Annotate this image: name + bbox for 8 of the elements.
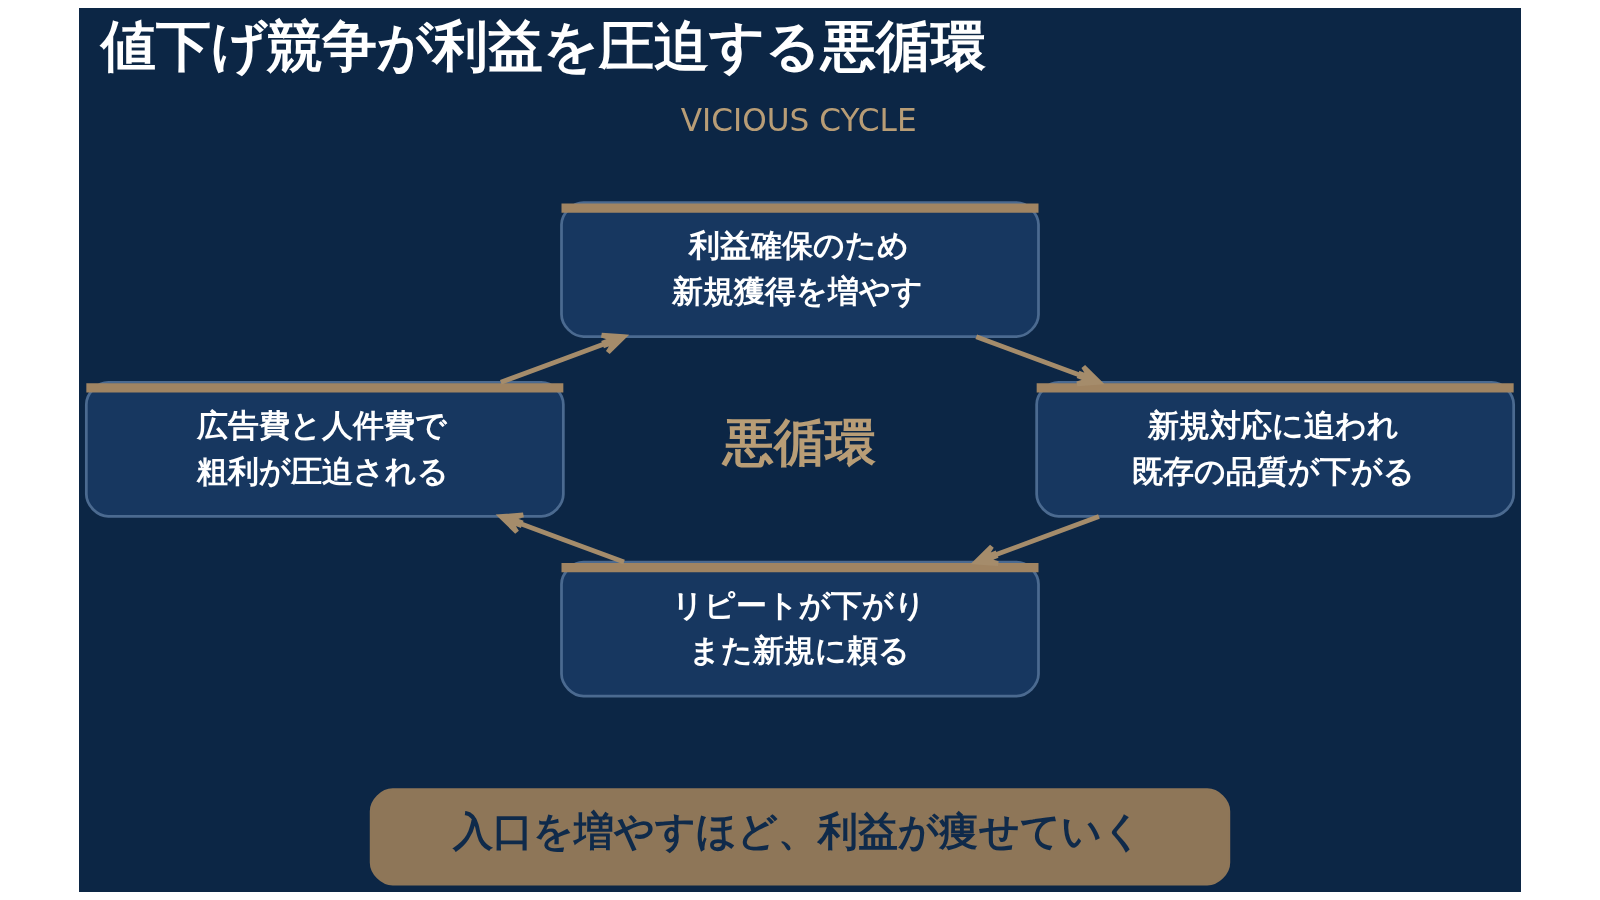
diagram-title: 値下げ競争が利益を圧迫する悪循環: [101, 13, 987, 78]
arrow: [973, 514, 1100, 566]
arrow: [975, 334, 1102, 387]
arrow: [498, 512, 625, 565]
node-box: 入口を増やすほど、利益が痩せていく: [369, 788, 1231, 886]
arrow: [500, 332, 627, 385]
label: 悪循環: [722, 412, 876, 473]
label: VICIOUS CYCLE: [680, 102, 917, 139]
